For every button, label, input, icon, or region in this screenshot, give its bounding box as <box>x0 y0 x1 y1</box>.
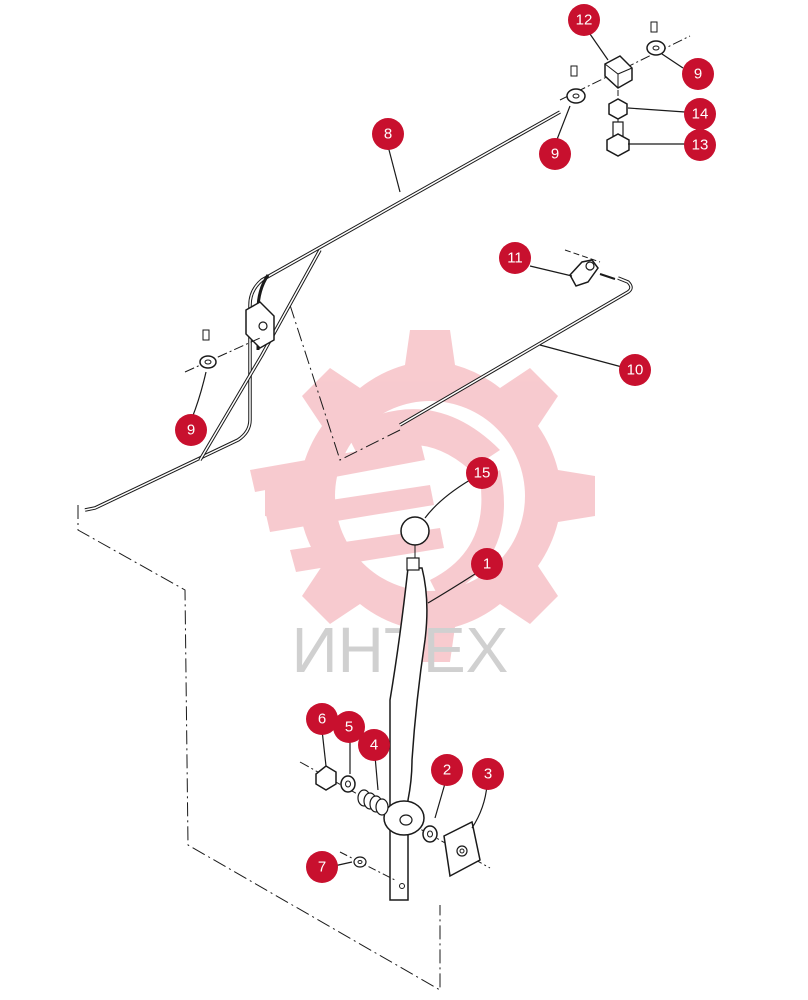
callout-6: 6 <box>306 703 338 735</box>
callout-label: 13 <box>692 137 709 154</box>
callout-label: 9 <box>694 66 702 83</box>
callout-label: 15 <box>474 465 491 482</box>
callout-label: 5 <box>345 719 353 736</box>
callout-label: 9 <box>187 422 195 439</box>
lower-rod <box>399 273 633 427</box>
callout-label: 3 <box>484 766 492 783</box>
callout-4: 4 <box>358 729 390 761</box>
callout-5: 5 <box>333 711 365 743</box>
callout-11: 11 <box>499 242 531 274</box>
pivot-assembly <box>299 761 491 878</box>
callout-label: 8 <box>384 126 392 143</box>
callout-12: 12 <box>568 4 600 36</box>
callout-label: 1 <box>483 556 491 573</box>
callout-label: 11 <box>507 250 523 267</box>
callout-10: 10 <box>619 354 651 386</box>
callout-9-middle: 9 <box>539 138 571 170</box>
ball-knob <box>400 516 430 558</box>
rod-mounting-block <box>245 301 275 349</box>
callout-label: 2 <box>443 762 451 779</box>
callout-label: 4 <box>370 737 378 754</box>
callout-1: 1 <box>471 548 503 580</box>
callout-9-left: 9 <box>175 414 207 446</box>
callout-7: 7 <box>306 851 338 883</box>
small-washer <box>339 851 396 881</box>
callout-label: 10 <box>627 362 644 379</box>
upper-right-hardware <box>559 21 691 157</box>
upper-rod <box>84 110 561 512</box>
callout-9-right: 9 <box>682 58 714 90</box>
callout-label: 9 <box>551 146 559 163</box>
callout-15: 15 <box>466 457 498 489</box>
callout-3: 3 <box>472 758 504 790</box>
callout-2: 2 <box>431 754 463 786</box>
callout-label: 14 <box>692 106 709 123</box>
washer-left <box>184 329 261 373</box>
callout-13: 13 <box>684 129 716 161</box>
callout-8: 8 <box>372 118 404 150</box>
panel-outline <box>77 304 441 991</box>
spring-spacer <box>357 789 389 816</box>
callout-label: 6 <box>318 711 326 728</box>
callout-label: 12 <box>576 12 593 29</box>
watermark-gear-icon <box>250 330 595 662</box>
callout-14: 14 <box>684 98 716 130</box>
spring-clip <box>564 249 601 287</box>
callout-label: 7 <box>318 859 326 876</box>
leader-lines <box>191 33 686 867</box>
